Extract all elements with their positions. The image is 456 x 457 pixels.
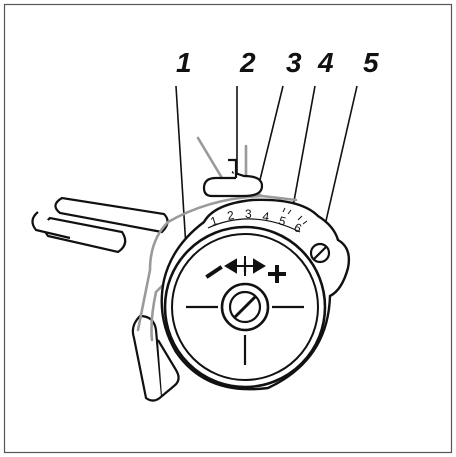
scale-ticks xyxy=(282,207,308,225)
leader-line-5 xyxy=(319,85,358,248)
scale-number-1: 1 xyxy=(209,213,220,228)
thread-left-loop xyxy=(136,194,264,332)
thread-guide xyxy=(202,158,264,198)
screw-slot xyxy=(312,245,328,261)
tension-discs-left xyxy=(31,196,180,402)
guide-body xyxy=(202,170,264,198)
scale-number-5: 5 xyxy=(277,213,288,228)
callout-4: 4 xyxy=(317,47,334,78)
callout-3: 3 xyxy=(286,47,302,78)
guide-post xyxy=(228,158,238,178)
callout-1: 1 xyxy=(176,47,192,78)
tension-screw xyxy=(309,242,331,264)
arrow-left-head xyxy=(224,258,237,274)
disc-edge xyxy=(31,211,71,240)
callout-2: 2 xyxy=(239,47,256,78)
tension-dial xyxy=(163,225,327,389)
leader-line-4 xyxy=(291,85,316,213)
arrow-right-head xyxy=(253,258,266,274)
dial-symbols xyxy=(205,265,286,283)
disc-lower-edge xyxy=(157,339,180,397)
callout-5: 5 xyxy=(363,47,379,78)
scale-number-2: 2 xyxy=(226,208,235,223)
leader-line-1 xyxy=(175,85,187,249)
scale-number-3: 3 xyxy=(245,207,252,221)
leader-line-3 xyxy=(257,85,284,189)
dial-screw-slot xyxy=(233,295,257,319)
scale-number-4: 4 xyxy=(262,209,271,224)
scale-arc xyxy=(207,218,301,233)
disc-upper xyxy=(54,196,169,234)
minus-symbol xyxy=(205,265,223,279)
figure-border xyxy=(3,3,453,454)
dial-direction-arrows xyxy=(224,256,266,276)
